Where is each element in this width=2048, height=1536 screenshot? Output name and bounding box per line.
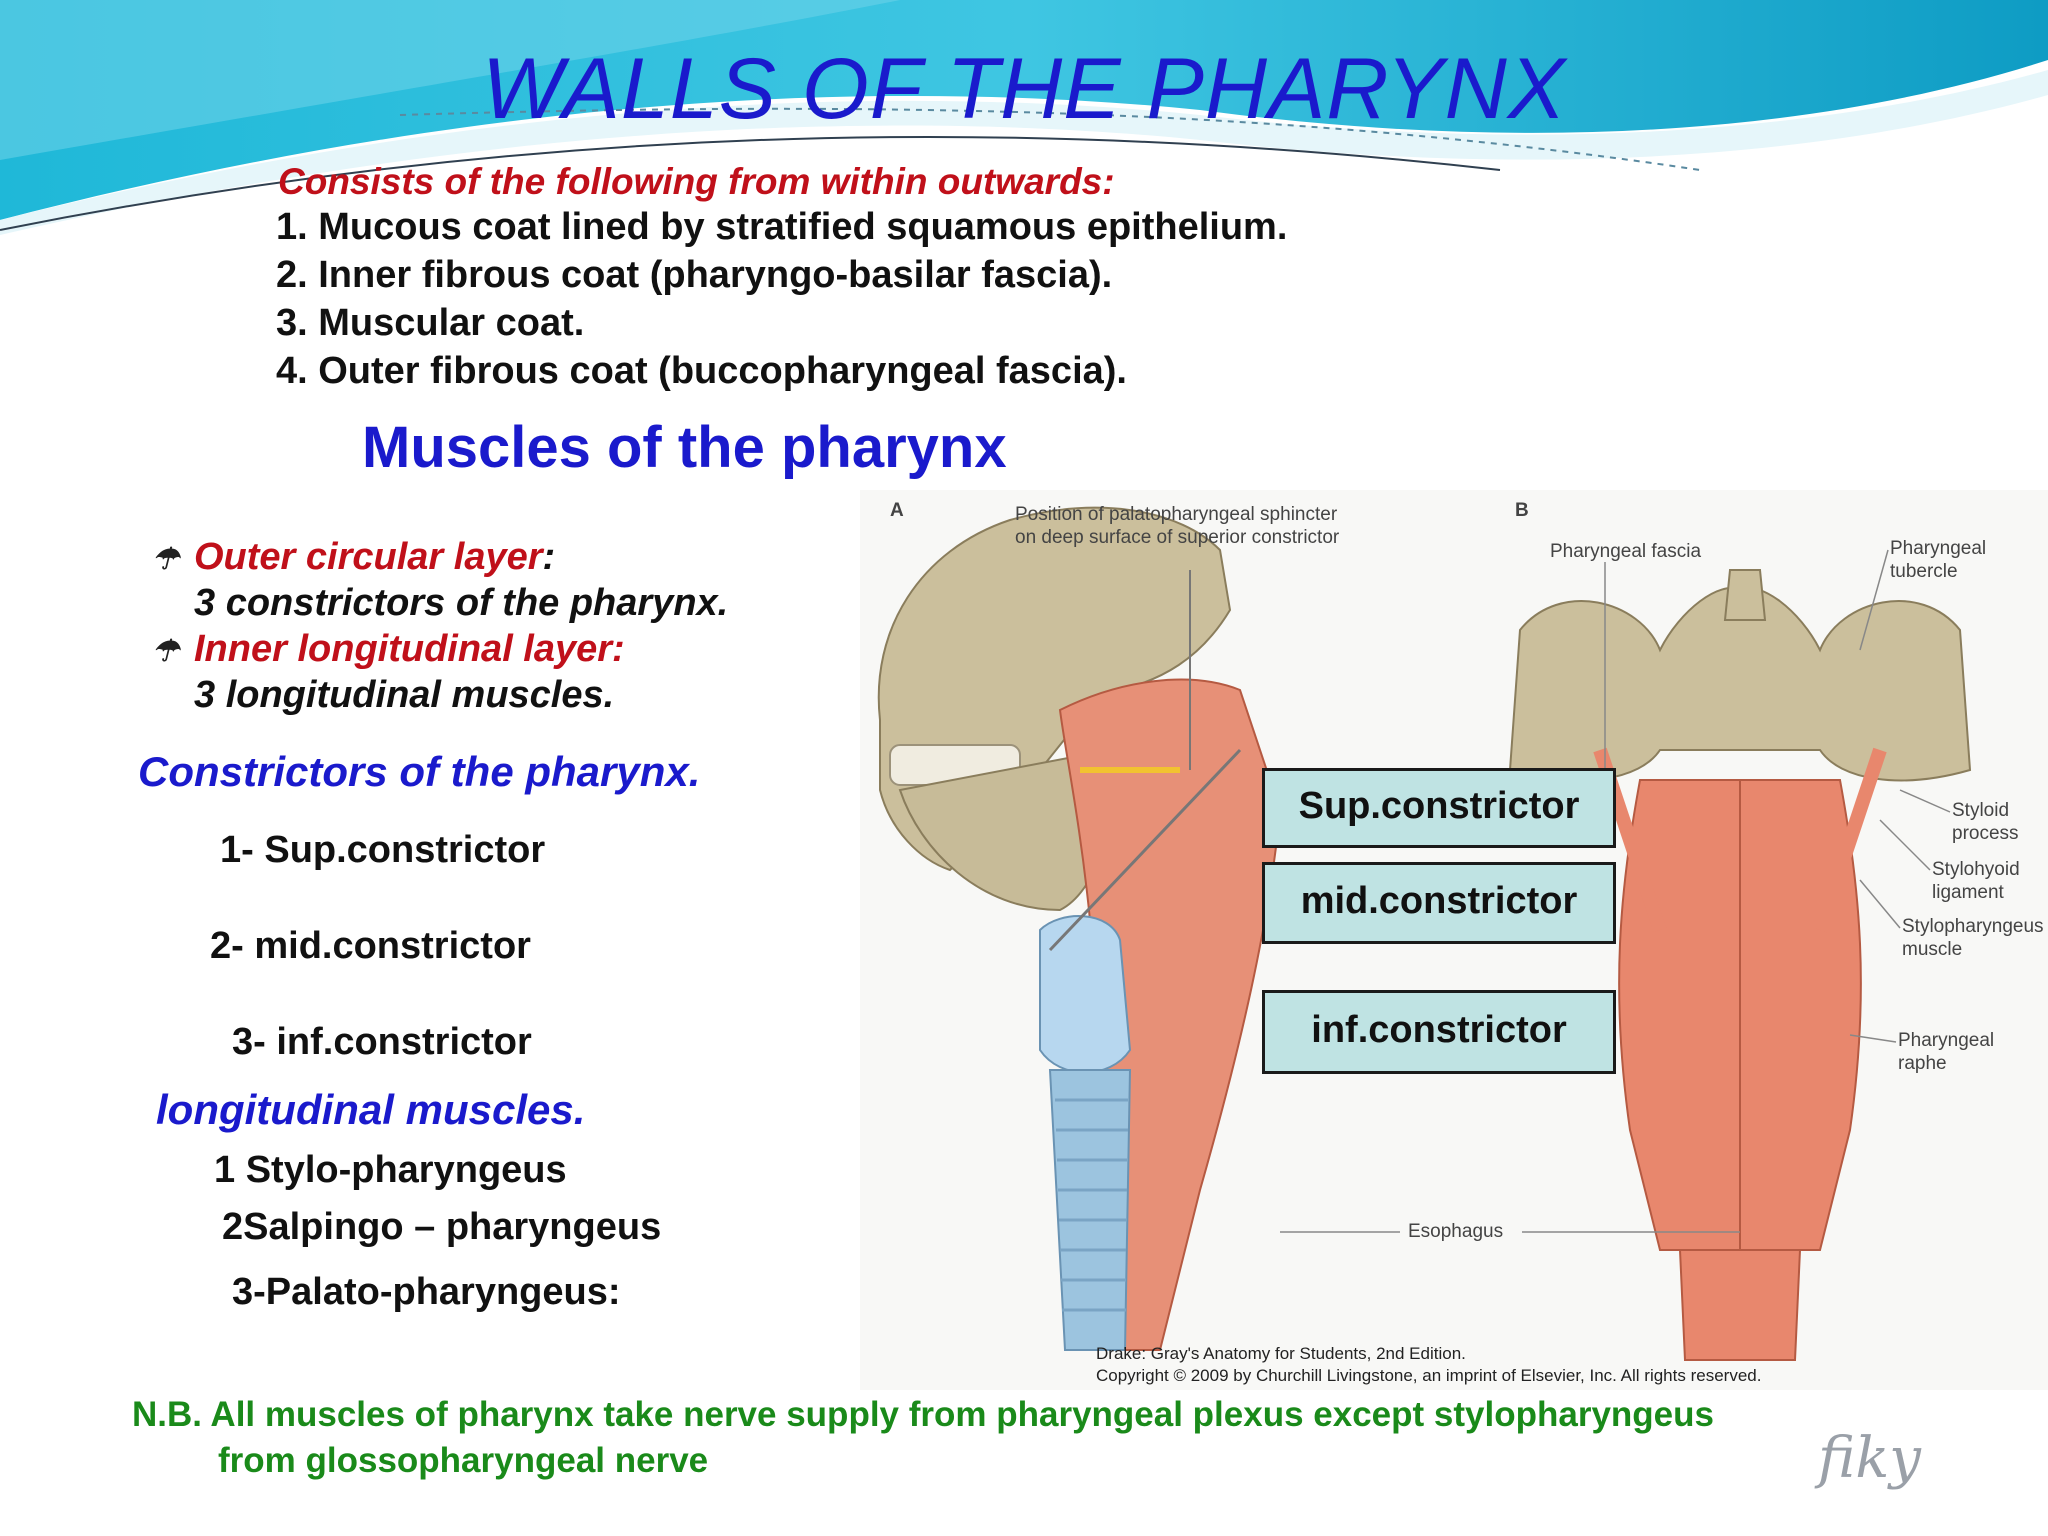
label-raphe-line-1: Pharyngeal — [1898, 1030, 1994, 1051]
note-line-1: N.B. All muscles of pharynx take nerve s… — [132, 1395, 1714, 1434]
lateral-view-drawing — [877, 506, 1282, 1351]
label-raphe-line-2: raphe — [1898, 1053, 1947, 1074]
note-line-2: from glossopharyngeal nerve — [218, 1441, 709, 1480]
label-stylohyoid-line-2: ligament — [1932, 882, 2005, 903]
inf-constrictor-label-box: inf.constrictor — [1262, 990, 1616, 1074]
fiky-logo: fiky — [1818, 1426, 1921, 1491]
sup-constrictor-label-box: Sup.constrictor — [1262, 768, 1616, 848]
constrictors-heading: Constrictors of the pharynx. — [138, 748, 701, 795]
panel-b-label: B — [1515, 500, 1529, 521]
label-stylohyoid-line-1: Stylohyoid — [1932, 859, 2020, 880]
figure-credit-line-2: Copyright © 2009 by Churchill Livingston… — [1096, 1366, 1762, 1385]
page-title: WALLS OF THE PHARYNX — [481, 41, 1567, 137]
outer-layer-colon: : — [542, 536, 556, 578]
longitudinal-heading: longitudinal muscles. — [156, 1086, 586, 1133]
longitudinal-item-1: 1 Stylo-pharyngeus — [214, 1149, 567, 1191]
label-stylopharyngeus-line-1: Stylopharyngeus — [1902, 916, 2044, 937]
panel-a-label: A — [890, 500, 904, 521]
longitudinal-item-2: 2Salpingo – pharyngeus — [222, 1206, 662, 1248]
walls-item-4: 4. Outer fibrous coat (buccopharyngeal f… — [276, 350, 1127, 392]
walls-intro: Consists of the following from within ou… — [278, 161, 1115, 202]
label-tubercle-line-1: Pharyngeal — [1890, 538, 1986, 559]
constrictor-item-2: 2- mid.constrictor — [210, 925, 531, 967]
figure-credit-line-1: Drake: Gray's Anatomy for Students, 2nd … — [1096, 1344, 1466, 1363]
walls-item-1: 1. Mucous coat lined by stratified squam… — [276, 206, 1288, 248]
posterior-view-drawing — [1508, 569, 1972, 1361]
label-styloid-line-2: process — [1952, 823, 2019, 844]
outer-layer-line: ☂ Outer circular layer: — [152, 533, 555, 584]
longitudinal-item-3: 3-Palato-pharyngeus: — [232, 1271, 621, 1313]
label-esophagus: Esophagus — [1408, 1221, 1503, 1242]
label-pharyngeal-fascia: Pharyngeal fascia — [1550, 541, 1701, 562]
outer-layer-desc: 3 constrictors of the pharynx. — [194, 582, 729, 624]
constrictor-item-1: 1- Sup.constrictor — [220, 829, 546, 871]
inner-layer-line: ☂ Inner longitudinal layer: — [152, 625, 625, 676]
inner-layer-label: Inner longitudinal layer: — [194, 628, 625, 670]
muscles-heading: Muscles of the pharynx — [362, 415, 1007, 480]
cloud-bullet-icon: ☂ — [152, 635, 179, 668]
label-position-line-2: on deep surface of superior constrictor — [1015, 527, 1340, 548]
cloud-bullet-icon: ☂ — [152, 543, 179, 576]
label-styloid-line-1: Styloid — [1952, 800, 2009, 821]
outer-layer-label: Outer circular layer — [194, 536, 543, 578]
constrictor-item-3: 3- inf.constrictor — [232, 1021, 532, 1063]
label-tubercle-line-2: tubercle — [1890, 561, 1958, 582]
inner-layer-desc: 3 longitudinal muscles. — [194, 674, 615, 716]
walls-item-2: 2. Inner fibrous coat (pharyngo-basilar … — [276, 254, 1113, 296]
header-wave-banner — [0, 0, 2048, 235]
label-stylopharyngeus-line-2: muscle — [1902, 939, 1962, 960]
walls-item-3: 3. Muscular coat. — [276, 302, 585, 344]
label-position-line-1: Position of palatopharyngeal sphincter — [1015, 504, 1338, 525]
mid-constrictor-label-box: mid.constrictor — [1262, 862, 1616, 944]
